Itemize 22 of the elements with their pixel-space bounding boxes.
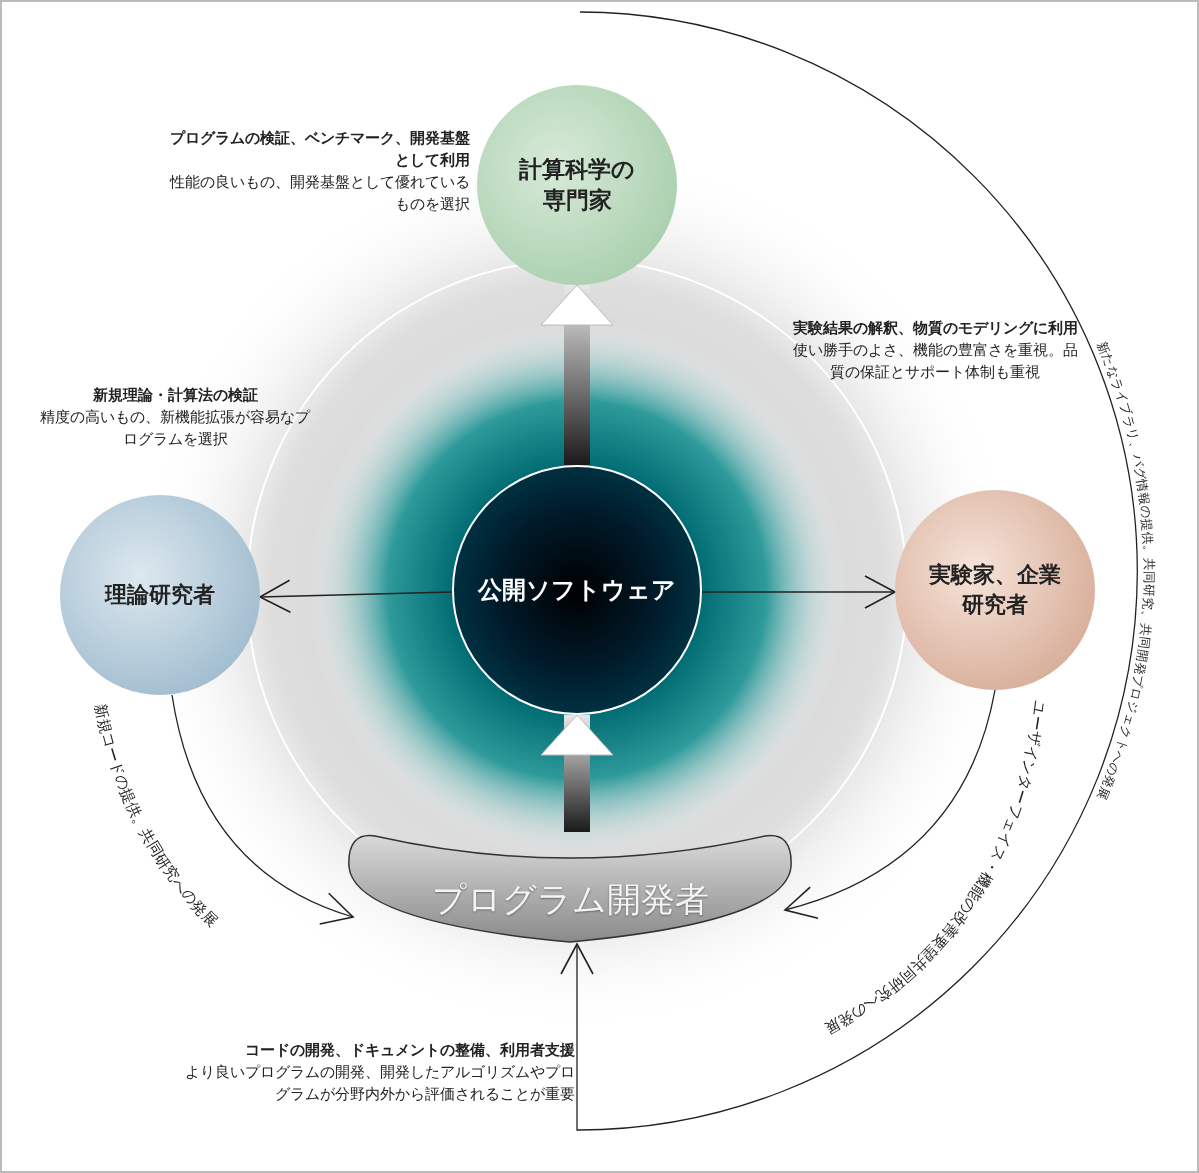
arrow: [784, 689, 996, 918]
edge-label: 新規コードの提供。共同研究への発展: [91, 702, 222, 931]
node-label: 実験家、企業研究者: [928, 561, 1062, 619]
node-label: 理論研究者: [105, 581, 215, 610]
role-heading: コードの開発、ドキュメントの整備、利用者支援: [244, 1040, 575, 1061]
role-description: より良いプログラムの開発、開発したアルゴリズムやプログラムが分野内外から評価されることが重要: [184, 1062, 575, 1105]
node-label: 公開ソフトウェア: [478, 574, 676, 606]
role-heading: 新規理論・計算法の検証: [91, 385, 259, 406]
edge-label: 新たなライブラリ、バグ情報の提供。共同研究、共同開発プロジェクトへの発展: [1094, 338, 1157, 804]
role-description: 精度の高いもの、新機能拡張が容易なプログラムを選択: [40, 407, 310, 450]
edge-label: ユーザインターフェイス・機能の改善要望共同研究への発展: [822, 699, 1049, 1038]
arrow: [171, 694, 354, 924]
role-heading: 実験結果の解釈、物質のモデリングに利用: [791, 318, 1079, 339]
arrow: [701, 575, 896, 609]
node-label: プログラム開発者: [431, 877, 709, 921]
role-description: 性能の良いもの、開発基盤として優れているものを選択: [170, 172, 470, 215]
block-arrow: [540, 284, 614, 465]
node-label: 計算科学の専門家: [518, 154, 636, 215]
feedback-arrow: [560, 11, 1138, 1131]
role-heading: プログラムの検証、ベンチマーク、開発基盤として利用: [170, 128, 470, 171]
role-description: 使い勝手のよさ、機能の豊富さを重視。品質の保証とサポート体制も重視: [791, 340, 1079, 383]
arrow: [259, 579, 453, 613]
